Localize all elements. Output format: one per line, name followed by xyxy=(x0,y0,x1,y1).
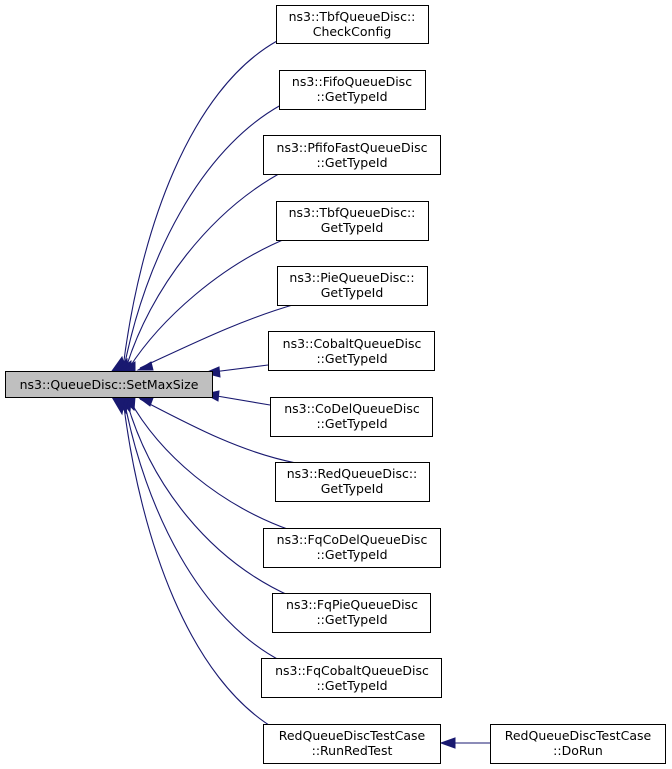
edge-pie-gettypeid xyxy=(139,303,297,369)
node-label-line2: ::GetTypeId xyxy=(316,612,387,627)
arrowhead xyxy=(136,396,154,407)
node-label-line1: ns3::FqPieQueueDisc xyxy=(286,597,418,612)
node-pie-gettypeid[interactable]: ns3::PieQueueDisc:: GetTypeId xyxy=(277,266,428,306)
node-pfifofast-gettypeid[interactable]: ns3::PfifoFastQueueDisc ::GetTypeId xyxy=(263,135,441,175)
node-tbf-gettypeid[interactable]: ns3::TbfQueueDisc:: GetTypeId xyxy=(276,201,429,241)
arrowhead xyxy=(111,396,126,416)
node-label-line2: ::DoRun xyxy=(553,743,603,758)
edges xyxy=(111,40,490,749)
node-label-line1: ns3::PfifoFastQueueDisc xyxy=(277,140,428,155)
node-label-line2: ::RunRedTest xyxy=(312,743,393,758)
edge-red-runredtest xyxy=(122,398,278,731)
node-label-line1: RedQueueDiscTestCase xyxy=(279,728,426,743)
node-fifo-gettypeid[interactable]: ns3::FifoQueueDisc ::GetTypeId xyxy=(279,70,426,110)
root-node-label: ns3::QueueDisc::SetMaxSize xyxy=(20,377,199,392)
node-red-runredtest[interactable]: RedQueueDiscTestCase ::RunRedTest xyxy=(263,724,441,764)
node-label-line1: ns3::CoDelQueueDisc xyxy=(284,401,420,416)
node-fqcodel-gettypeid[interactable]: ns3::FqCoDelQueueDisc ::GetTypeId xyxy=(263,528,441,568)
arrowhead xyxy=(136,361,154,371)
node-cobalt-gettypeid[interactable]: ns3::CobaltQueueDisc ::GetTypeId xyxy=(268,331,435,371)
node-label-line1: ns3::CobaltQueueDisc xyxy=(283,336,422,351)
node-label-line1: ns3::FqCoDelQueueDisc xyxy=(277,532,428,547)
node-label-line1: ns3::TbfQueueDisc:: xyxy=(289,205,416,220)
node-label-line1: RedQueueDiscTestCase xyxy=(505,728,652,743)
node-red-gettypeid[interactable]: ns3::RedQueueDisc:: GetTypeId xyxy=(275,462,430,502)
node-label-line2: ::GetTypeId xyxy=(316,547,387,562)
node-label-line2: ::GetTypeId xyxy=(316,155,387,170)
node-label-line1: ns3::RedQueueDisc:: xyxy=(287,466,418,481)
edge-fqcodel-gettypeid xyxy=(128,398,291,531)
node-label-line2: GetTypeId xyxy=(321,220,384,235)
edge-fqpie-gettypeid xyxy=(125,398,291,597)
node-label-line2: GetTypeId xyxy=(321,285,384,300)
edge-tbf-checkconfig xyxy=(122,40,278,369)
edge-tbf-gettypeid xyxy=(128,236,291,369)
edge-fqcobalt-gettypeid xyxy=(123,398,284,663)
node-label-line1: ns3::TbfQueueDisc:: xyxy=(289,9,416,24)
node-label-line2: ::GetTypeId xyxy=(316,351,387,366)
node-label-line2: CheckConfig xyxy=(313,24,392,39)
node-label-line2: ::GetTypeId xyxy=(316,416,387,431)
edge-fifo-gettypeid xyxy=(123,104,282,369)
node-fqpie-gettypeid[interactable]: ns3::FqPieQueueDisc ::GetTypeId xyxy=(272,593,431,633)
node-label-line2: ::GetTypeId xyxy=(316,89,387,104)
edge-red-gettypeid xyxy=(139,398,297,464)
node-label-line2: ::GetTypeId xyxy=(316,678,387,693)
node-tbf-checkconfig[interactable]: ns3::TbfQueueDisc:: CheckConfig xyxy=(276,5,429,44)
node-red-dorun[interactable]: RedQueueDiscTestCase ::DoRun xyxy=(490,724,666,764)
arrowhead xyxy=(439,737,456,749)
node-label-line1: ns3::FqCobaltQueueDisc xyxy=(275,663,429,678)
node-label-line2: GetTypeId xyxy=(321,481,384,496)
node-codel-gettypeid[interactable]: ns3::CoDelQueueDisc ::GetTypeId xyxy=(270,397,433,437)
node-fqcobalt-gettypeid[interactable]: ns3::FqCobaltQueueDisc ::GetTypeId xyxy=(261,658,442,698)
node-label-line1: ns3::PieQueueDisc:: xyxy=(289,270,414,285)
edge-pfifofast-gettypeid xyxy=(125,169,287,369)
node-label-line1: ns3::FifoQueueDisc xyxy=(292,74,412,89)
root-node[interactable]: ns3::QueueDisc::SetMaxSize xyxy=(5,371,213,398)
